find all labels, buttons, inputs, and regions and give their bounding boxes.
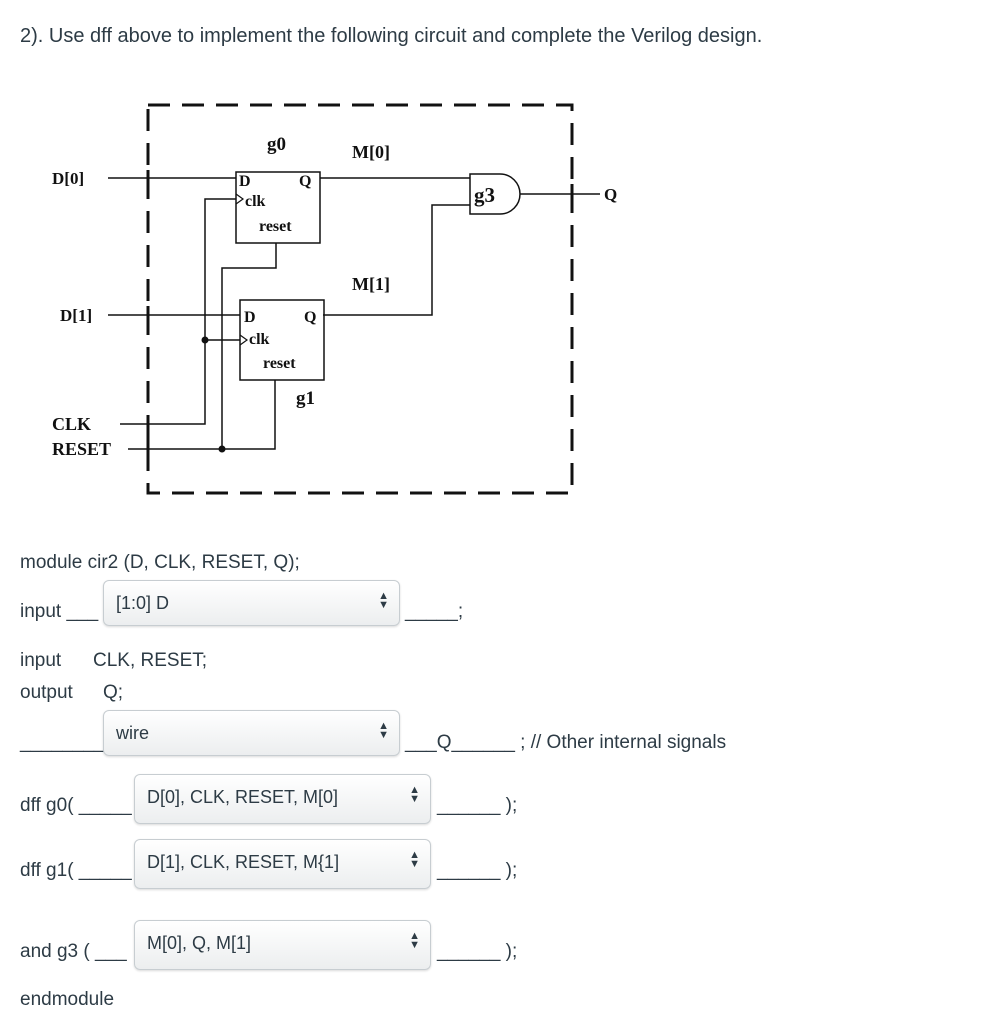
selected-value: M[0], Q, M[1] bbox=[147, 933, 252, 953]
svg-text:Q: Q bbox=[304, 309, 316, 326]
output-value: Q; bbox=[103, 682, 124, 703]
svg-text:D[0]: D[0] bbox=[52, 169, 84, 188]
svg-text:D: D bbox=[239, 173, 251, 190]
input-width-select[interactable]: [1:0] D ▲▼ bbox=[103, 580, 400, 626]
g3-ports-select[interactable]: M[0], Q, M[1] ▲▼ bbox=[134, 920, 431, 970]
svg-text:M[1]: M[1] bbox=[352, 274, 390, 294]
module-boundary bbox=[146, 103, 574, 495]
svg-text:RESET: RESET bbox=[52, 439, 111, 459]
svg-text:Q: Q bbox=[604, 185, 617, 204]
select-arrows-icon: ▲▼ bbox=[409, 784, 420, 805]
g1-suffix: ______ ); bbox=[437, 860, 518, 881]
svg-text:clk: clk bbox=[249, 331, 270, 348]
g1-ports-select[interactable]: D[1], CLK, RESET, M{1] ▲▼ bbox=[134, 839, 431, 889]
svg-text:M[0]: M[0] bbox=[352, 142, 390, 162]
svg-text:clk: clk bbox=[245, 193, 266, 210]
input1-prefix: input ___ bbox=[20, 601, 99, 622]
output-keyword: output bbox=[20, 682, 73, 703]
module-declaration: module cir2 (D, CLK, RESET, Q); bbox=[20, 552, 300, 573]
dff-g0 bbox=[235, 171, 321, 244]
select-arrows-icon: ▲▼ bbox=[409, 849, 420, 870]
selected-value: wire bbox=[116, 723, 150, 743]
wire-suffix: ___Q______ ; // Other internal signals bbox=[405, 732, 727, 753]
g3-suffix: ______ ); bbox=[437, 941, 518, 962]
g0-ports-select[interactable]: D[0], CLK, RESET, M[0] ▲▼ bbox=[134, 774, 431, 824]
svg-text:CLK: CLK bbox=[52, 414, 91, 434]
svg-text:D: D bbox=[244, 309, 256, 326]
selected-value: D[1], CLK, RESET, M{1] bbox=[147, 852, 340, 872]
selected-value: [1:0] D bbox=[116, 593, 170, 613]
and-gate-g3 bbox=[469, 173, 521, 215]
input2-value: CLK, RESET; bbox=[93, 650, 208, 671]
svg-text:Q: Q bbox=[299, 173, 311, 190]
select-arrows-icon: ▲▼ bbox=[409, 930, 420, 951]
g1-prefix: dff g1( _____ bbox=[20, 860, 132, 881]
wire-select[interactable]: wire ▲▼ bbox=[103, 710, 400, 756]
svg-text:D[1]: D[1] bbox=[60, 306, 92, 325]
g0-prefix: dff g0( _____ bbox=[20, 795, 132, 816]
input1-suffix: _____; bbox=[405, 601, 464, 622]
question-text: 2). Use dff above to implement the follo… bbox=[20, 25, 763, 47]
select-arrows-icon: ▲▼ bbox=[378, 720, 389, 741]
svg-text:g0: g0 bbox=[267, 134, 286, 155]
selected-value: D[0], CLK, RESET, M[0] bbox=[147, 787, 339, 807]
endmodule: endmodule bbox=[20, 989, 115, 1010]
svg-text:g1: g1 bbox=[296, 388, 315, 409]
svg-text:g3: g3 bbox=[474, 183, 495, 207]
svg-text:reset: reset bbox=[263, 355, 296, 372]
wire-prefix: ________ bbox=[20, 732, 105, 753]
circuit-diagram: D[0] D[1] CLK RESET Q g0 g1 g3 M[0] M[1]… bbox=[52, 103, 617, 495]
input2-keyword: input bbox=[20, 650, 62, 671]
g0-suffix: ______ ); bbox=[437, 795, 518, 816]
select-arrows-icon: ▲▼ bbox=[378, 590, 389, 611]
svg-text:reset: reset bbox=[259, 218, 292, 235]
g3-prefix: and g3 ( ___ bbox=[20, 941, 127, 962]
